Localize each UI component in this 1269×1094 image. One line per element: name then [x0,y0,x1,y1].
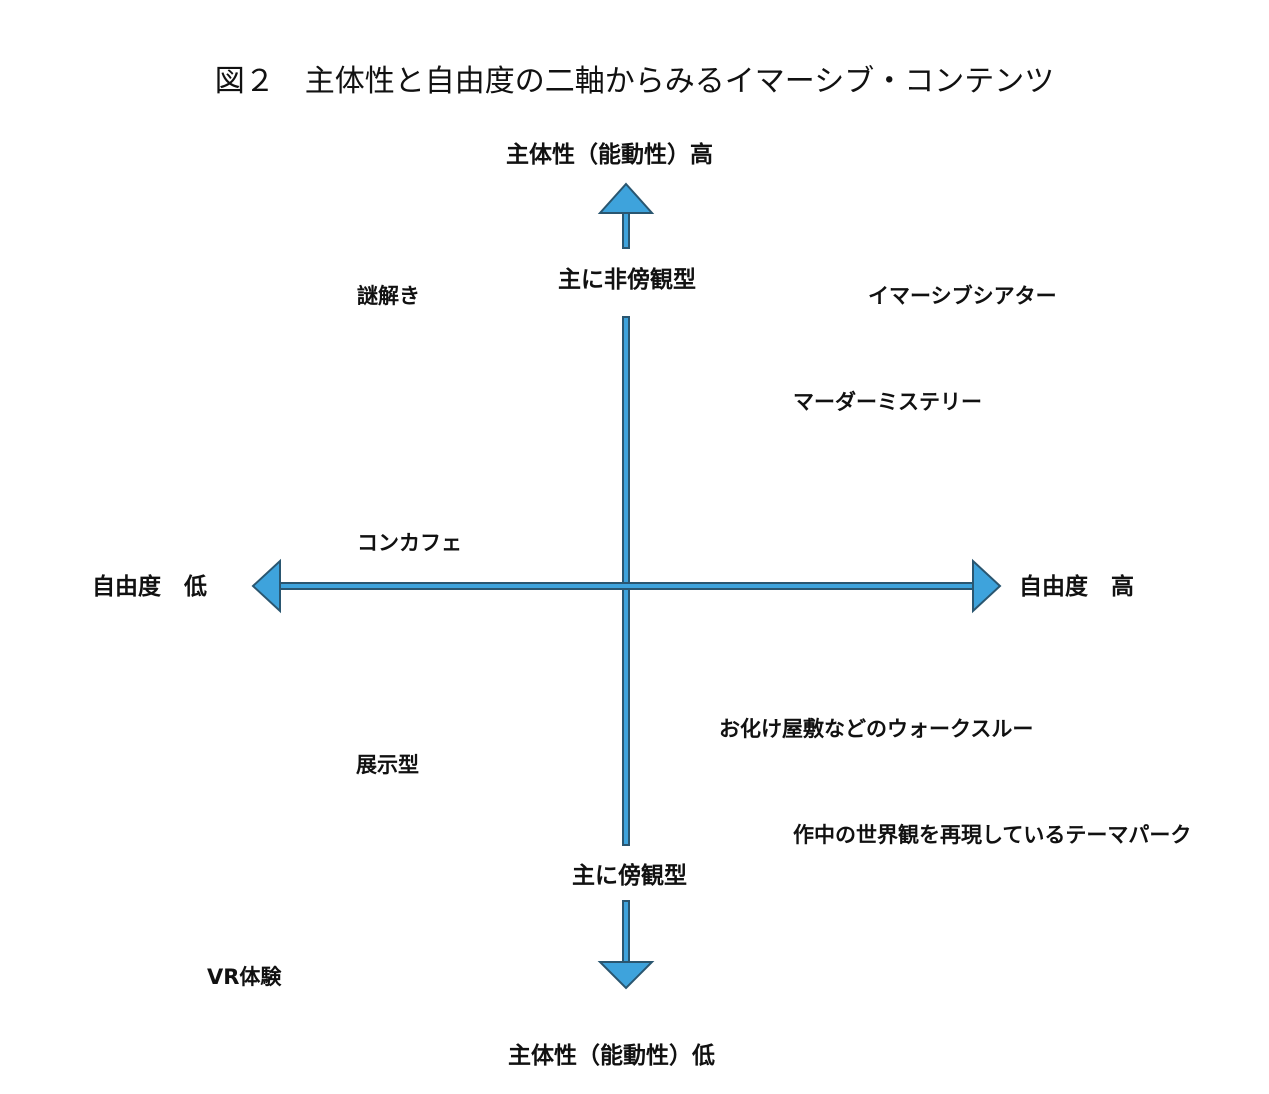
arrow-down-icon [597,961,655,990]
item-walkthrough: お化け屋敷などのウォークスルー [719,717,1034,741]
axis-label-lower-mid: 主に傍観型 [572,863,687,889]
axis-label-left: 自由度 低 [92,574,207,600]
figure-title: 図２ 主体性と自由度の二軸からみるイマーシブ・コンテンツ [214,64,1055,99]
item-immersive-theater: イマーシブシアター [868,284,1057,308]
axis-label-right: 自由度 高 [1019,574,1134,600]
vertical-axis-lower [622,900,630,964]
axis-label-bottom: 主体性（能動性）低 [508,1043,715,1069]
axis-label-upper-mid: 主に非傍観型 [558,267,696,293]
arrow-left-icon [251,558,281,614]
item-vr: VR体験 [207,965,282,989]
item-theme-park: 作中の世界観を再現しているテーマパーク [793,823,1192,847]
item-exhibition: 展示型 [356,753,419,777]
item-nazotoki: 謎解き [357,284,420,308]
arrow-up-icon [597,182,655,214]
item-concafe: コンカフェ [357,531,462,555]
arrow-right-icon [972,558,1002,614]
vertical-axis-middle [622,316,630,846]
item-murder-mystery: マーダーミステリー [793,390,982,414]
vertical-axis-upper [622,211,630,249]
axis-label-top: 主体性（能動性）高 [506,142,713,168]
horizontal-axis [278,582,974,590]
